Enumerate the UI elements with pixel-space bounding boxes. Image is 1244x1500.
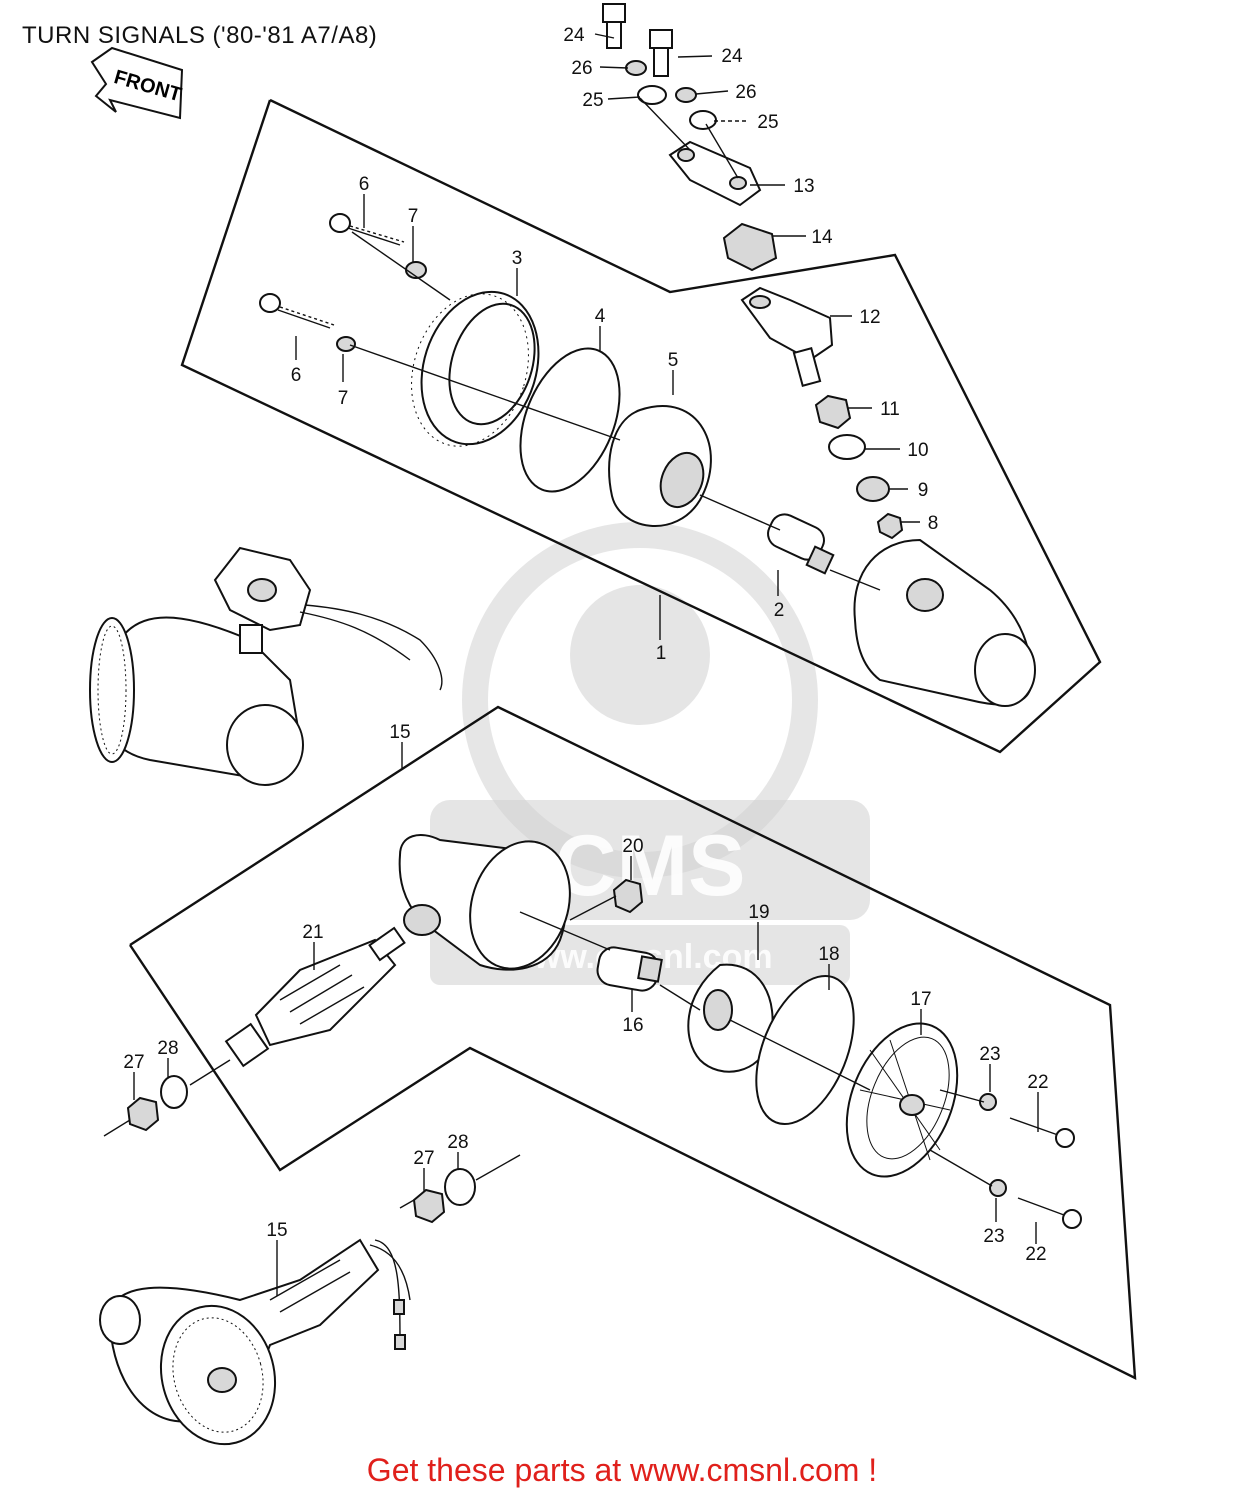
callout-2: 2 [774,600,785,621]
washer-26-right [675,87,697,103]
callout-7-lower: 7 [338,388,349,409]
callout-18: 18 [818,944,839,965]
callout-3: 3 [512,248,523,269]
washer-28-lower [444,1168,476,1206]
cta-link[interactable]: Get these parts at www.cmsnl.com ! [366,1452,878,1488]
bulb-16 [596,946,663,992]
callout-26-right: 26 [735,82,756,103]
washer-9 [856,476,890,502]
washer-7-lower [336,336,356,352]
callout-7-upper: 7 [408,206,419,227]
reflector-plate-19 [687,963,774,1073]
nut-27-left [126,1096,160,1132]
reflector-plate-5 [608,405,712,527]
front-arrow-badge: FRONT [90,46,184,120]
callout-17: 17 [910,989,931,1010]
washer-28-left [160,1075,188,1109]
callout-15-lower: 15 [266,1220,287,1241]
callout-23-lower: 23 [983,1226,1004,1247]
callout-22-lower: 22 [1025,1244,1046,1265]
callout-28-left: 28 [157,1038,178,1059]
callout-13: 13 [793,176,814,197]
callout-5: 5 [668,350,679,371]
signal-housing-1 [853,538,1036,707]
diagram-title: TURN SIGNALS ('80-'81 A7/A8) [22,22,378,49]
nut-27-lower [412,1188,446,1224]
callout-15-upper: 15 [389,722,410,743]
callout-14: 14 [811,227,833,248]
lens-17 [845,1022,959,1178]
nut-11 [814,394,852,430]
washer-23-lower [989,1179,1007,1197]
callout-27-left: 27 [123,1052,144,1073]
leader-lines [103,33,1039,1296]
upper-frame [180,98,1102,754]
callout-20: 20 [622,836,643,857]
washer-10 [828,434,866,460]
callout-8: 8 [928,513,939,534]
callout-1: 1 [656,643,667,664]
screw-22-lower [1017,1197,1082,1229]
stay-12 [740,286,834,387]
screw-6-upper [329,213,405,246]
bolt-24-left [602,3,626,49]
lower-frame [129,705,1137,1381]
nut-8 [876,512,904,540]
callout-27-lower: 27 [413,1148,434,1169]
callouts: 24 26 25 24 26 25 13 14 12 11 10 9 8 6 7… [123,25,1048,1265]
screw-22-upper [1009,1117,1075,1148]
callout-9: 9 [918,480,929,501]
callout-23-upper: 23 [979,1044,1000,1065]
watermark-brand: CMS [554,818,745,914]
cushion-14 [722,222,778,272]
rear-housing [398,834,571,971]
washer-26-left [625,60,647,76]
assembled-rear-signal [99,1238,411,1446]
nut-20 [612,878,644,914]
washer-25-right [689,110,717,130]
callout-16: 16 [622,1015,643,1036]
callout-25-left: 25 [582,90,603,111]
callout-24-right: 24 [721,46,743,67]
callout-19: 19 [748,902,769,923]
lens-rim-3 [411,290,540,447]
callout-28-lower: 28 [447,1132,468,1153]
callout-6-upper: 6 [359,174,370,195]
callout-26-left: 26 [571,58,592,79]
screw-6-lower [259,293,335,329]
washer-23-upper [979,1093,997,1111]
callout-4: 4 [595,306,606,327]
bolt-24-right [649,29,673,77]
callout-11: 11 [880,399,900,420]
gasket-18 [755,974,855,1126]
callout-25-right: 25 [757,112,778,133]
assembled-front-signal [89,546,443,786]
callout-24-left: 24 [563,25,585,46]
callout-21: 21 [302,922,323,943]
washer-25-left [637,85,667,105]
callout-12: 12 [859,307,880,328]
callout-22-upper: 22 [1027,1072,1048,1093]
bulb-2 [767,513,835,575]
stem-21 [224,926,406,1068]
callout-6-lower: 6 [291,365,302,386]
clamp-bracket-13 [668,140,762,207]
callout-10: 10 [907,440,928,461]
